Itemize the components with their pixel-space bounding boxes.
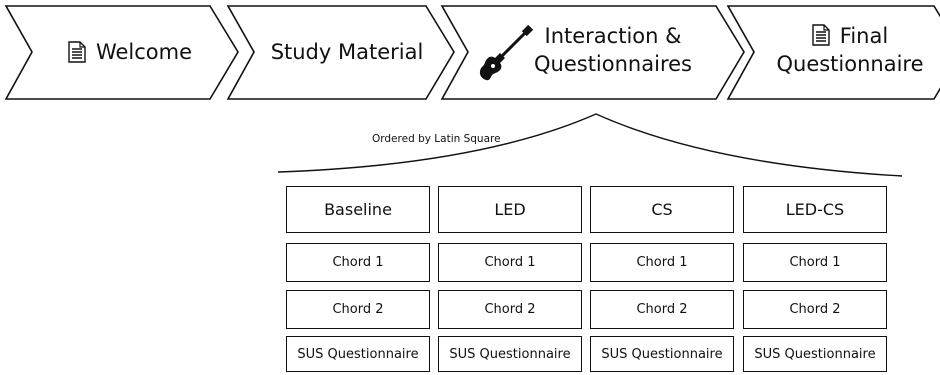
condition-item: Chord 1 <box>438 243 582 282</box>
step-arrow-final <box>726 5 940 100</box>
condition-header-led-cs: LED-CS <box>743 186 887 233</box>
document-icon <box>812 24 830 46</box>
condition-item: Chord 1 <box>590 243 734 282</box>
condition-item: Chord 1 <box>743 243 887 282</box>
step-study-material-label: Study Material <box>270 40 424 64</box>
step-arrow-study-material <box>226 5 455 100</box>
step-welcome-label: Welcome <box>95 40 193 64</box>
step-arrow-interaction <box>440 5 745 100</box>
condition-header-led: LED <box>438 186 582 233</box>
process-arrows <box>4 5 940 100</box>
condition-item: Chord 2 <box>743 290 887 329</box>
condition-item: Chord 1 <box>286 243 430 282</box>
condition-item: Chord 2 <box>590 290 734 329</box>
brace-label: Ordered by Latin Square <box>372 133 501 145</box>
condition-item: SUS Questionnaire <box>590 336 734 372</box>
condition-item: Chord 2 <box>286 290 430 329</box>
condition-item: Chord 2 <box>438 290 582 329</box>
condition-header-cs: CS <box>590 186 734 233</box>
step-interaction-questionnaires: Interaction & Questionnaires <box>528 20 698 80</box>
step-final-line2: Questionnaire <box>776 52 924 76</box>
guitar-icon <box>479 24 534 81</box>
step-interaction-line2: Questionnaires <box>534 52 692 76</box>
step-interaction-line1: Interaction & <box>544 24 682 48</box>
step-arrow-welcome <box>4 5 239 100</box>
step-study-material: Study Material <box>262 36 432 68</box>
condition-header-baseline: Baseline <box>286 186 430 233</box>
condition-item: SUS Questionnaire <box>743 336 887 372</box>
condition-item: SUS Questionnaire <box>286 336 430 372</box>
document-icon <box>68 41 86 63</box>
step-welcome: Welcome <box>50 36 210 68</box>
step-final-line1: Final <box>839 24 889 48</box>
step-final-questionnaire: Final Questionnaire <box>764 20 936 80</box>
condition-item: SUS Questionnaire <box>438 336 582 372</box>
latin-square-brace <box>277 113 903 177</box>
